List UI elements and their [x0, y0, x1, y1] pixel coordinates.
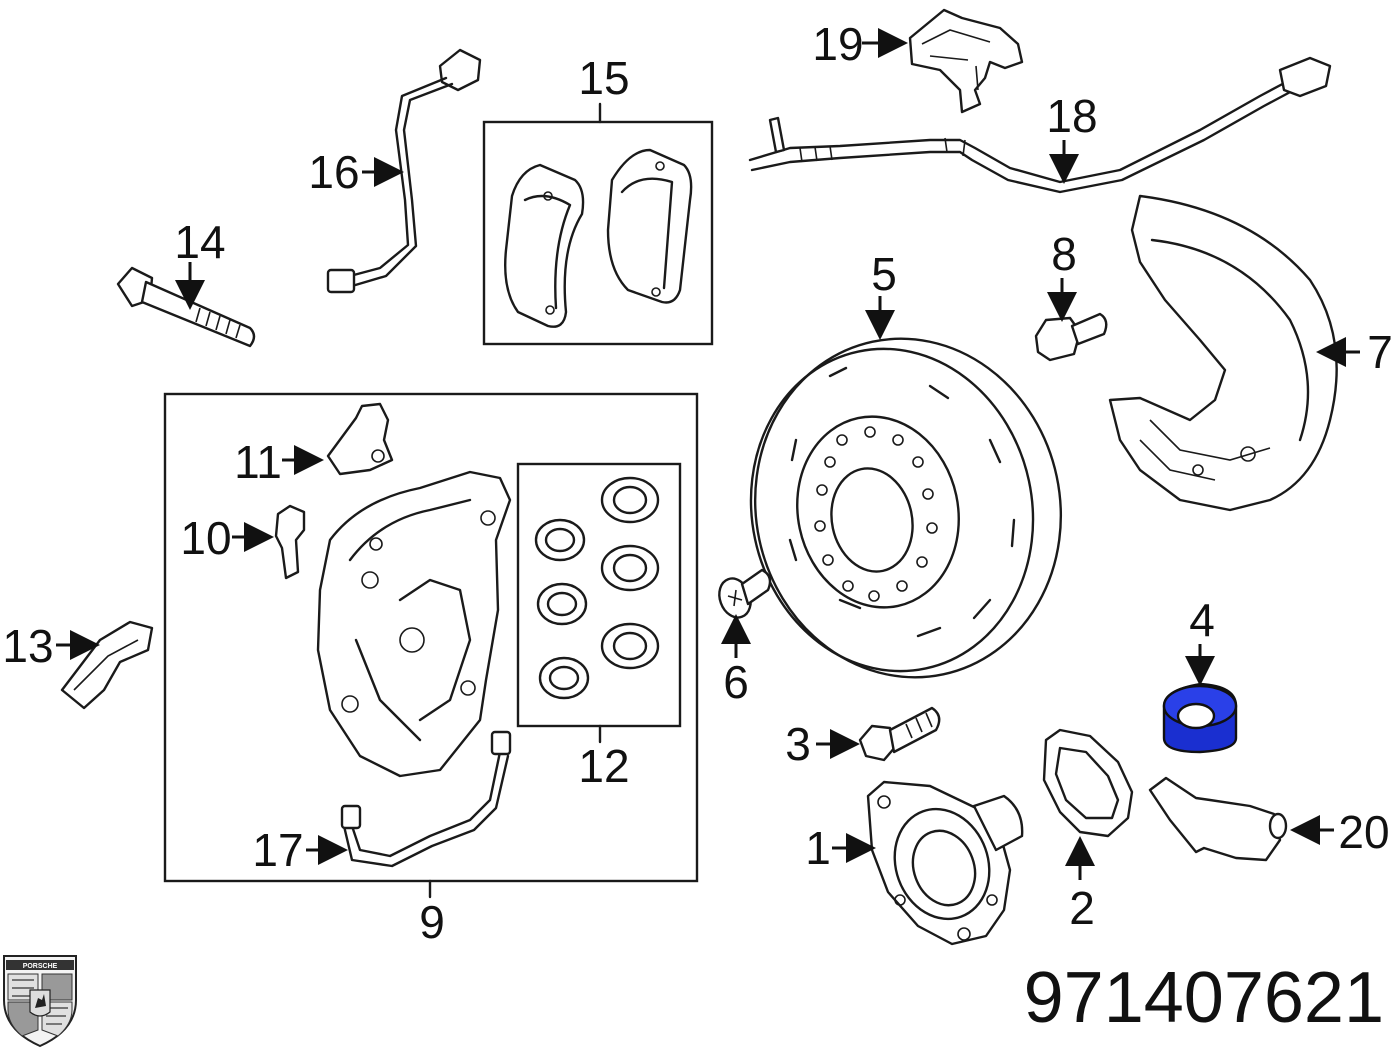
caliper-group: [163, 392, 699, 899]
hose-bracket: [908, 8, 1024, 114]
callout-9: 9: [419, 896, 445, 948]
brake-caliper: [316, 470, 512, 778]
callout-18: 18: [1046, 90, 1097, 142]
callout-2: 2: [1069, 882, 1095, 934]
callout-3: 3: [785, 718, 811, 770]
callout-15: 15: [578, 52, 629, 104]
callout-13: 13: [2, 620, 53, 672]
flange-bolt: [1034, 312, 1108, 362]
callout-20: 20: [1338, 806, 1389, 858]
brake-pad-right: [606, 148, 693, 304]
spring-clip: [60, 620, 154, 710]
callout-11: 11: [234, 436, 282, 488]
gasket: [1042, 728, 1134, 838]
wheel-hub: [866, 780, 1024, 946]
dust-shield: [1108, 194, 1338, 512]
hex-bolt: [858, 706, 941, 762]
callout-4: 4: [1189, 594, 1215, 646]
callout-17: 17: [252, 824, 303, 876]
callout-5: 5: [871, 248, 897, 300]
pads-box: [482, 120, 714, 346]
brake-pad-left: [504, 163, 585, 328]
leader-arrows: [56, 28, 1360, 880]
callout-6: 6: [723, 656, 749, 708]
callout-12: 12: [578, 740, 629, 792]
brake-disc: [749, 337, 1063, 679]
bleeder-valve: [274, 504, 306, 580]
piston-seals: [534, 476, 660, 700]
brake-hose: [748, 56, 1332, 194]
long-bolt: [116, 266, 256, 348]
bleeder-clip: [326, 402, 394, 476]
part-number: 971407621: [1024, 958, 1384, 1038]
porsche-crest-logo: PORSCHE: [3, 955, 77, 1048]
abs-sensor: [1148, 776, 1288, 862]
callout-10: 10: [180, 512, 231, 564]
brake-line: [348, 750, 502, 858]
brake-pads-group: [482, 102, 714, 346]
callout-8: 8: [1051, 228, 1077, 280]
wheel-bearing-highlighted: [1162, 682, 1238, 754]
callout-7: 7: [1367, 326, 1393, 378]
crest-text: PORSCHE: [23, 963, 58, 970]
callout-19: 19: [812, 18, 863, 70]
callout-1: 1: [805, 822, 831, 874]
callout-14: 14: [174, 216, 225, 268]
wear-sensor: [326, 48, 482, 294]
callout-labels: 19 18 15 16 14 5 8 7 11 10 13 6 4 3 12 1…: [2, 18, 1392, 948]
countersunk-screw: [718, 568, 772, 619]
callout-16: 16: [308, 146, 359, 198]
